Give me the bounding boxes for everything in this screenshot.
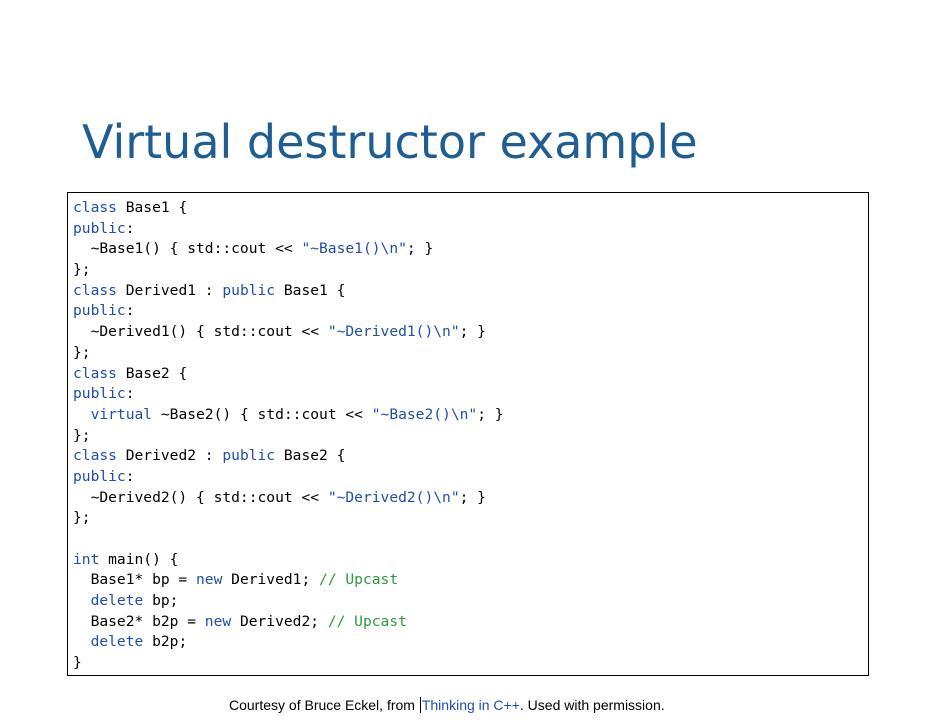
code-token-plain: Derived1; <box>222 571 320 589</box>
code-token-comment: // Upcast <box>319 571 399 589</box>
code-token-keyword: virtual <box>90 405 153 423</box>
code-token-keyword: public <box>222 447 276 465</box>
code-token-plain: ~Base1() { std::cout << <box>73 240 302 258</box>
code-token-plain: Base2* b2p = <box>73 612 205 630</box>
code-token-plain <box>73 592 91 609</box>
code-token-keyword: class <box>73 281 117 299</box>
code-token-keyword: delete <box>90 633 144 651</box>
code-token-string: "~Derived2()\n" <box>327 488 460 506</box>
code-token-plain: bp; <box>143 592 179 610</box>
code-token-plain: }; <box>73 261 91 279</box>
code-token-plain: Base1 { <box>116 199 188 216</box>
code-token-plain: : <box>125 219 135 237</box>
code-line: class Derived2 : public Base2 { <box>73 446 868 467</box>
code-token-plain: main() { <box>99 550 179 568</box>
code-token-keyword: class <box>73 364 117 382</box>
code-token-keyword: public <box>73 302 126 320</box>
code-line: ~Derived1() { std::cout << "~Derived1()\… <box>73 322 868 343</box>
code-line: public: <box>73 301 868 322</box>
code-token-plain: ; } <box>477 405 504 423</box>
code-token-plain: Derived2 : <box>116 447 223 465</box>
code-line: public: <box>73 467 868 488</box>
code-token-plain: Base2 { <box>116 364 188 382</box>
code-token-plain <box>73 406 91 423</box>
code-token-plain <box>73 633 91 650</box>
code-line: ~Derived2() { std::cout << "~Derived2()\… <box>73 488 868 509</box>
attribution-footer: Courtesy of Bruce Eckel, from Thinking i… <box>229 696 665 714</box>
footer-prefix: Courtesy of Bruce Eckel, from <box>229 697 419 713</box>
code-line: delete b2p; <box>73 632 868 653</box>
code-token-keyword: public <box>73 467 126 485</box>
code-line: }; <box>73 508 868 529</box>
code-line: int main() { <box>73 550 868 571</box>
code-token-plain: Base1 { <box>275 281 346 299</box>
code-line: }; <box>73 426 868 447</box>
code-token-keyword: public <box>73 219 126 237</box>
code-line: delete bp; <box>73 591 868 612</box>
code-token-keyword: new <box>196 571 223 589</box>
code-token-string: "~Base1()\n" <box>301 240 407 258</box>
code-listing: class Base1 {public: ~Base1() { std::cou… <box>73 198 868 674</box>
book-title-link[interactable]: Thinking in C++ <box>419 697 520 713</box>
code-token-keyword: class <box>73 447 117 465</box>
code-line: }; <box>73 260 868 281</box>
code-token-keyword: new <box>204 612 232 630</box>
code-line: class Base1 { <box>73 198 868 219</box>
code-token-plain: Base2 { <box>275 447 346 465</box>
code-line <box>73 529 868 550</box>
code-line: } <box>73 653 868 674</box>
code-token-string: "~Derived1()\n" <box>327 323 460 341</box>
code-line: public: <box>73 219 868 240</box>
code-token-string: "~Base2()\n" <box>371 405 478 423</box>
code-token-plain: Base1* bp = <box>73 571 197 589</box>
code-token-plain: }; <box>73 509 91 527</box>
code-line: class Derived1 : public Base1 { <box>73 281 868 302</box>
code-token-plain: b2p; <box>143 633 188 651</box>
code-token-plain: ~Derived2() { std::cout << <box>73 488 328 506</box>
code-token-keyword: public <box>73 385 126 403</box>
code-token-keyword: class <box>73 199 117 216</box>
code-token-plain: ; } <box>406 240 434 258</box>
code-token-plain: : <box>125 385 135 403</box>
code-token-plain: ~Base2() { std::cout << <box>152 405 372 423</box>
code-token-plain: ~Derived1() { std::cout << <box>73 323 328 341</box>
code-token-plain: Derived2; <box>231 612 328 630</box>
footer-suffix: . Used with permission. <box>519 697 665 713</box>
code-line: ~Base1() { std::cout << "~Base1()\n"; } <box>73 239 868 260</box>
code-token-plain: }; <box>73 343 91 361</box>
code-line: Base2* b2p = new Derived2; // Upcast <box>73 612 868 633</box>
code-token-plain: ; } <box>459 488 486 506</box>
code-token-keyword: public <box>222 281 276 299</box>
code-token-plain: } <box>73 654 82 672</box>
code-token-plain: ; } <box>459 323 486 341</box>
code-line: }; <box>73 343 868 364</box>
code-listing-box: class Base1 {public: ~Base1() { std::cou… <box>67 192 869 676</box>
code-line: virtual ~Base2() { std::cout << "~Base2(… <box>73 405 868 426</box>
code-token-plain: : <box>125 467 135 485</box>
code-token-plain: : <box>125 302 135 320</box>
code-token-plain: Derived1 : <box>116 281 223 299</box>
code-line: public: <box>73 384 868 405</box>
code-line: class Base2 { <box>73 364 868 385</box>
code-token-comment: // Upcast <box>327 612 407 630</box>
code-token-keyword: delete <box>90 592 144 610</box>
slide-title: Virtual destructor example <box>82 115 698 169</box>
code-token-keyword: int <box>73 550 100 568</box>
code-token-plain: }; <box>73 426 91 444</box>
code-line: Base1* bp = new Derived1; // Upcast <box>73 570 868 591</box>
